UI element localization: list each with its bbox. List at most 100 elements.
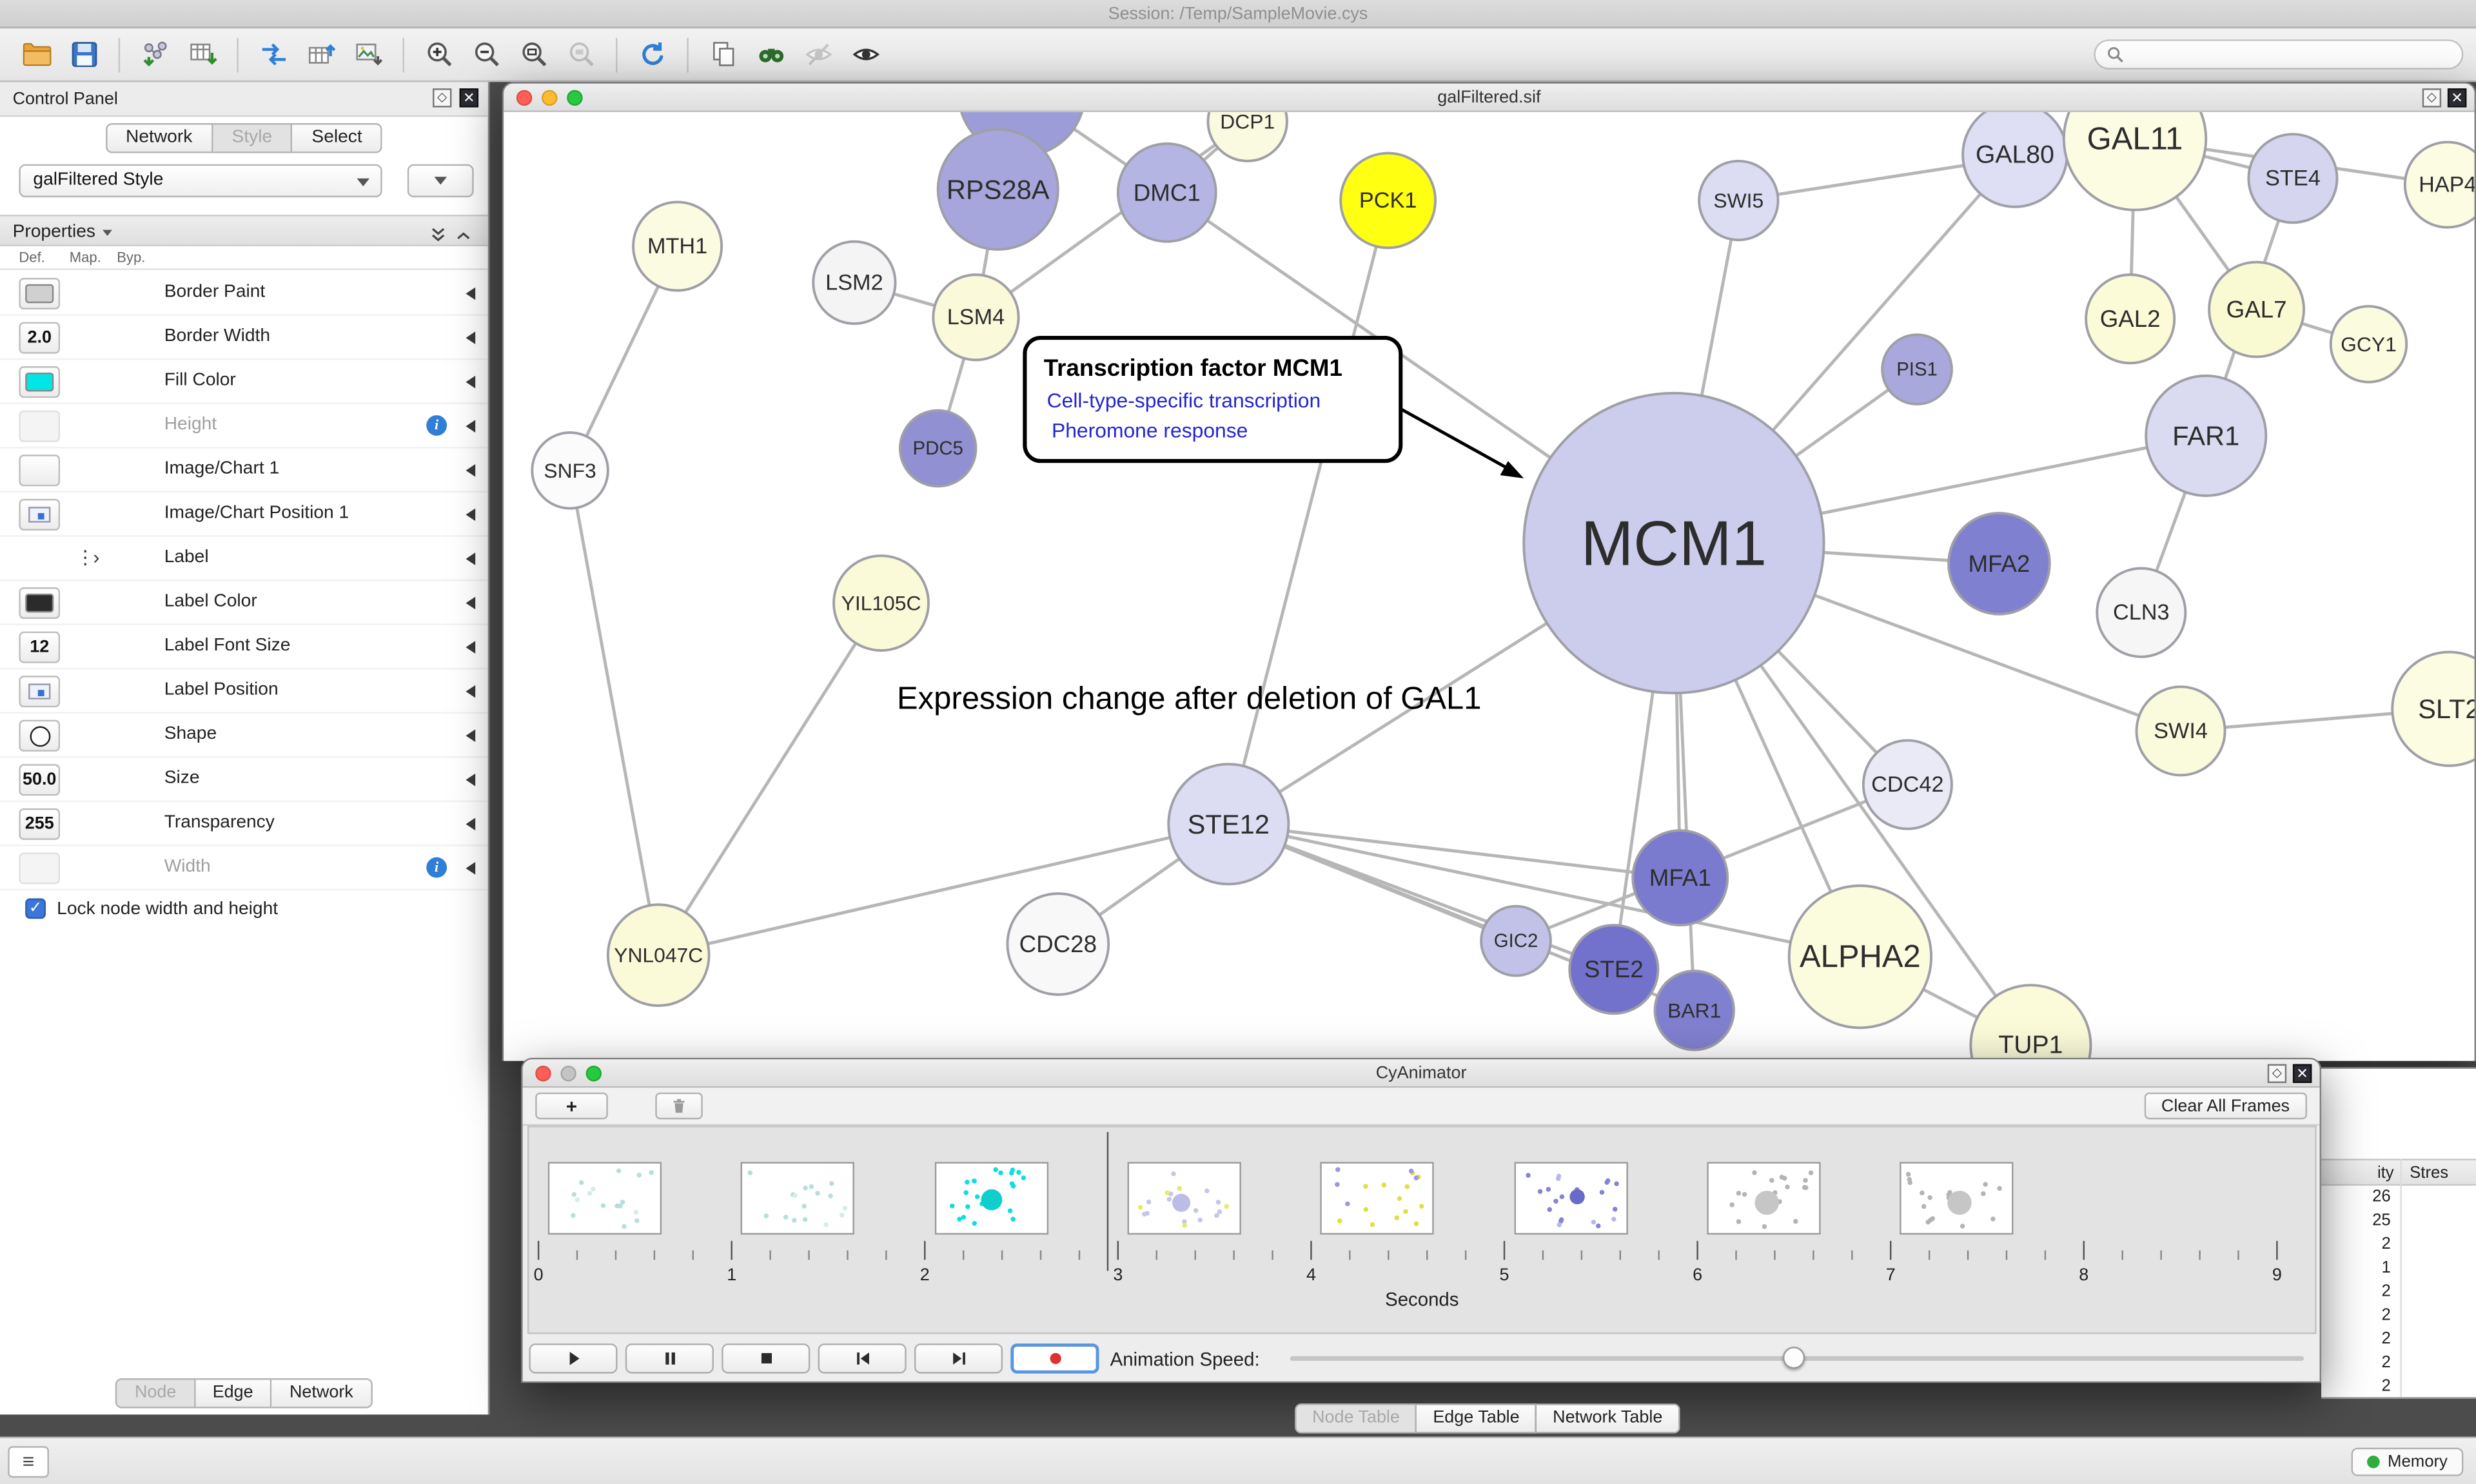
node-MFA1[interactable] (1631, 829, 1729, 927)
search-input[interactable] (2130, 44, 2451, 64)
table-row[interactable]: 2 (2321, 1305, 2476, 1329)
memory-button[interactable]: Memory (2351, 1447, 2464, 1476)
float-panel-icon[interactable]: ◇ (433, 88, 452, 108)
expand-arrow-icon[interactable] (466, 552, 476, 565)
frame-thumbnail-2[interactable] (934, 1162, 1048, 1235)
node-CLN3[interactable] (2096, 567, 2187, 658)
zoom-traffic-light[interactable] (567, 90, 583, 106)
close-window-icon[interactable]: ✕ (2292, 1064, 2312, 1084)
node-YNL047C[interactable] (606, 903, 711, 1007)
property-row-label[interactable]: ⋮›Label (0, 537, 488, 581)
pause-button[interactable] (625, 1343, 714, 1374)
tab-node[interactable]: Node (115, 1378, 195, 1409)
node-GAL2[interactable] (2085, 273, 2176, 365)
node-GCY1[interactable] (2329, 305, 2408, 384)
default-value[interactable]: 255 (19, 808, 61, 840)
edge-PCK1-STE12[interactable] (1226, 200, 1390, 825)
column-stress[interactable]: Stres (2410, 1163, 2449, 1183)
table-row[interactable]: 1 (2321, 1258, 2476, 1282)
node-HAP[interactable] (2403, 141, 2475, 229)
tab-network-bottom[interactable]: Network (272, 1378, 373, 1409)
frame-thumbnail-0[interactable] (547, 1162, 662, 1235)
frame-thumbnail-5[interactable] (1513, 1162, 1628, 1235)
property-row-shape[interactable]: Shape (0, 714, 488, 758)
property-row-label-position[interactable]: Label Position (0, 669, 488, 714)
edge-DCP1-LSM4[interactable] (975, 120, 1249, 319)
property-row-image-chart-position-1[interactable]: Image/Chart Position 1 (0, 493, 488, 537)
close-window-icon[interactable]: ✕ (2447, 88, 2467, 108)
node-TUP1[interactable] (1969, 984, 2092, 1061)
table-row[interactable]: 2 (2321, 1377, 2476, 1401)
table-row[interactable]: 25 (2321, 1211, 2476, 1235)
lock-checkbox[interactable]: ✓ (25, 898, 46, 919)
open-session-button[interactable] (13, 32, 60, 77)
close-panel-icon[interactable]: ✕ (459, 88, 479, 108)
expand-arrow-icon[interactable] (466, 641, 476, 654)
add-frame-button[interactable]: + (535, 1092, 608, 1120)
expand-all-icon[interactable] (455, 222, 472, 254)
expand-arrow-icon[interactable] (466, 596, 476, 610)
node-STE4[interactable] (2247, 133, 2339, 224)
float-window-icon[interactable]: ◇ (2422, 88, 2442, 108)
speed-slider-thumb[interactable] (1782, 1346, 1805, 1369)
node-LSM4[interactable] (932, 273, 1020, 362)
collapse-all-icon[interactable] (429, 222, 447, 254)
show-all-button[interactable] (841, 32, 889, 77)
tab-select[interactable]: Select (293, 123, 383, 153)
edge-STE12-YNL047C[interactable] (658, 822, 1229, 957)
edge-STE12-ALPHA2[interactable] (1228, 822, 1861, 959)
skip-end-button[interactable] (914, 1343, 1003, 1374)
zoom-fit-button[interactable] (510, 32, 557, 77)
edge-STE12-MFA1[interactable] (1228, 822, 1681, 880)
tab-edge-table[interactable]: Edge Table (1417, 1403, 1537, 1434)
node-ALPHA2[interactable] (1787, 884, 1933, 1030)
record-button[interactable] (1010, 1343, 1099, 1374)
node-MTH1[interactable] (632, 200, 723, 292)
frame-thumbnail-3[interactable] (1127, 1162, 1241, 1235)
close-traffic-light[interactable] (535, 1066, 551, 1082)
speed-slider[interactable] (1290, 1346, 2304, 1369)
node-SLT2[interactable] (2391, 650, 2475, 767)
clear-all-frames-button[interactable]: Clear All Frames (2143, 1092, 2307, 1120)
node-MFA2[interactable] (1947, 511, 2051, 616)
close-traffic-light[interactable] (516, 90, 533, 106)
annotation-link[interactable]: Pheromone response (1052, 418, 1248, 442)
panel-menu-button[interactable]: ≡ (8, 1446, 49, 1478)
tab-network-table[interactable]: Network Table (1537, 1403, 1680, 1434)
style-options-button[interactable] (407, 164, 474, 198)
default-position[interactable] (19, 498, 61, 531)
expand-arrow-icon[interactable] (466, 464, 476, 477)
export-network-button[interactable] (250, 32, 297, 77)
expand-arrow-icon[interactable] (466, 729, 476, 743)
property-row-border-paint[interactable]: Border Paint (0, 271, 488, 316)
expand-arrow-icon[interactable] (466, 420, 476, 433)
property-row-label-color[interactable]: Label Color (0, 581, 488, 625)
node-STE12[interactable] (1167, 763, 1290, 886)
expand-arrow-icon[interactable] (466, 862, 476, 875)
expand-arrow-icon[interactable] (466, 817, 476, 831)
import-network-button[interactable] (131, 32, 178, 77)
properties-header[interactable]: Properties (0, 215, 488, 247)
edge-SNF3-YNL047C[interactable] (568, 470, 660, 956)
play-button[interactable] (529, 1343, 618, 1374)
minimize-traffic-light[interactable] (542, 90, 558, 106)
default-value[interactable]: 12 (19, 631, 61, 663)
default-position[interactable] (19, 676, 61, 708)
default-value-swatch[interactable] (19, 278, 61, 310)
first-neighbors-button[interactable] (747, 32, 794, 77)
expand-arrow-icon[interactable] (466, 508, 476, 522)
zoom-traffic-light[interactable] (585, 1066, 602, 1082)
node-DMC1[interactable] (1116, 142, 1217, 243)
cyanimator-titlebar[interactable]: CyAnimator ◇ ✕ (522, 1059, 2320, 1088)
node-DCP1[interactable] (1206, 112, 1288, 162)
skip-start-button[interactable] (818, 1343, 907, 1374)
annotation-link[interactable]: Cell-type-specific transcription (1047, 389, 1321, 412)
frame-thumbnail-7[interactable] (1900, 1162, 2014, 1235)
node-GAL11[interactable] (2062, 112, 2208, 211)
node-SWI4[interactable] (2135, 685, 2226, 777)
node-STE2[interactable] (1568, 924, 1660, 1015)
copy-button[interactable] (700, 32, 747, 77)
column-centrality[interactable]: ity (2377, 1163, 2394, 1183)
